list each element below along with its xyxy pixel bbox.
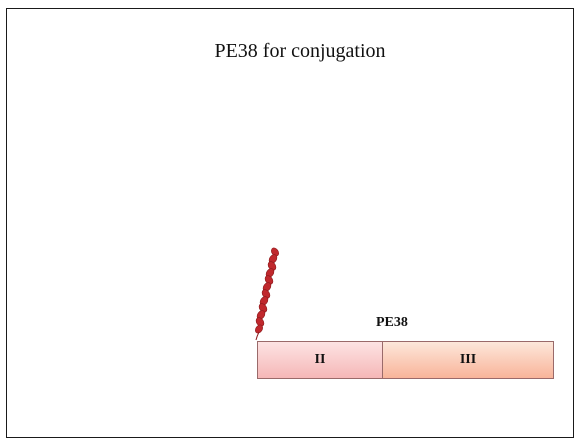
- protein-label: PE38: [376, 315, 408, 330]
- alpha-helix-icon: [255, 247, 279, 341]
- domain-ii-box: II: [257, 341, 383, 379]
- slide-title: PE38 for conjugation: [214, 40, 386, 62]
- domain-iii-label: III: [459, 352, 477, 367]
- domain-ii-label: II: [314, 352, 326, 367]
- domain-iii-box: III: [382, 341, 554, 379]
